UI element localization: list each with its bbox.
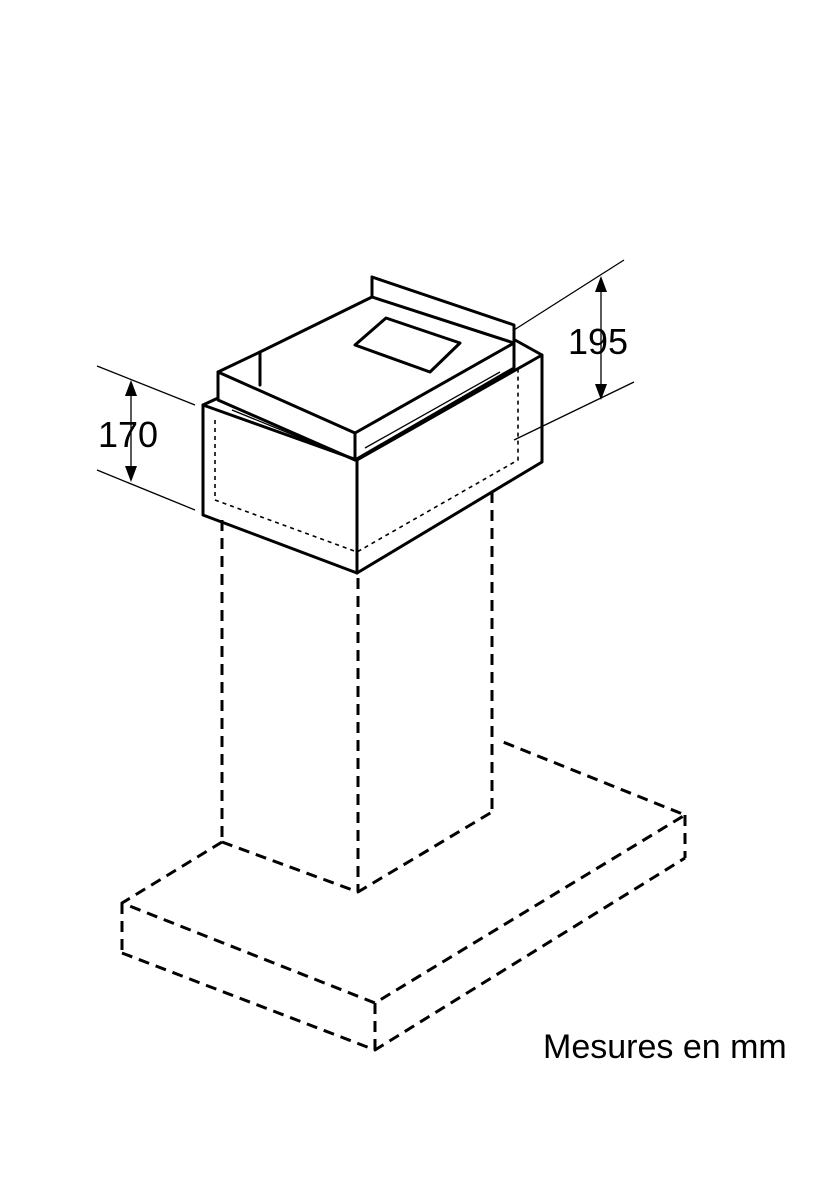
units-caption: Mesures en mm [543,1028,787,1066]
hood-bottom [121,856,686,1052]
slot-left [231,409,336,453]
hood-top [120,738,687,1005]
extension-line-top [96,365,196,406]
chimney-bottom [221,810,493,894]
recirculation-box [201,275,544,575]
arrow-down-icon [595,384,607,400]
box-right-face [355,353,544,575]
box-top-right-edge [513,338,544,357]
frame-back-left [216,275,374,374]
extension-line-bottom [96,469,196,511]
arrow-down-icon [125,466,137,482]
dimension-label-195: 195 [568,321,628,362]
box-top-left-edge [201,396,220,407]
dimension-label-170: 170 [98,414,158,455]
arrow-up-icon [595,276,607,292]
frame-front-wall [353,341,516,462]
extension-line-top [513,259,625,331]
frame-back-wall [370,275,516,345]
extension-line-bottom [513,381,635,441]
dimension-170: 170 [96,365,196,511]
dimension-195: 195 [513,259,635,441]
box-hidden-outline [214,365,519,553]
frame-left-wall [216,370,357,462]
duct-opening [353,316,462,374]
chimney-hood-outline [120,492,687,1052]
arrow-up-icon [125,380,137,396]
slot-right [364,371,501,449]
